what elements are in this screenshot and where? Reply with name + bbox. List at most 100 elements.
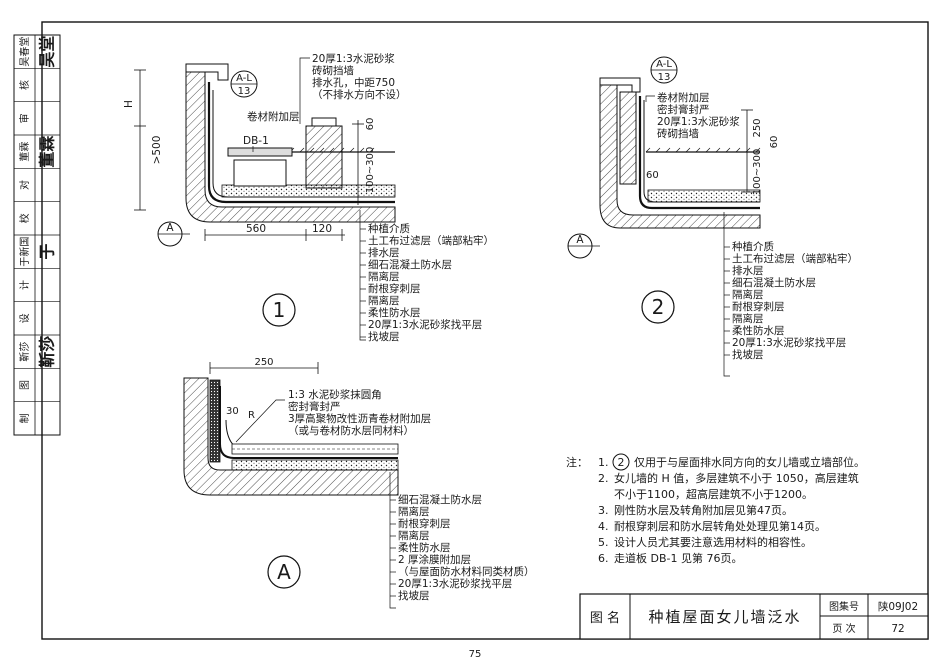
- detail1-layer-label: 隔离层: [368, 270, 400, 283]
- detailA-top-label: （或与卷材防水层同材料）: [288, 424, 414, 437]
- signature-mark: 靳莎: [38, 336, 57, 368]
- detailA-layer-label: 隔离层: [398, 529, 430, 542]
- signature-role-label: 核: [18, 80, 31, 90]
- detail1-top-label: 排水孔，中距750: [312, 76, 395, 89]
- title-label-page: 页 次: [832, 622, 855, 635]
- note-text: 不小于1100，超高层建筑不小于1200。: [614, 487, 813, 501]
- detailA-layer-label: （与屋面防水材料同类材质）: [398, 565, 535, 578]
- signature-mark: 吴堂: [38, 36, 57, 68]
- detail1-label-db1: DB-1: [243, 135, 269, 147]
- signature-mark: 于: [38, 244, 57, 260]
- detail1-dim-100-300: 100~300: [365, 147, 376, 194]
- detail2-ref-bottom: 13: [658, 72, 671, 83]
- detail1-dim-500: >500: [151, 136, 163, 165]
- title-label-name: 图 名: [590, 610, 620, 626]
- detailA-top-label: 3厚高聚物改性沥青卷材附加层: [288, 412, 431, 425]
- detailA-layer-label: 细石混凝土防水层: [398, 493, 482, 506]
- signature-role-label: 董霖: [18, 142, 31, 162]
- note-text: 仅用于与屋面排水同方向的女儿墙或立墙部位。: [634, 455, 865, 469]
- detail1-ref-top: A-L: [236, 73, 252, 84]
- detail1-layer-label: 土工布过滤层（端部粘牢）: [368, 234, 494, 247]
- note-number: 6.: [598, 552, 609, 565]
- signature-role-label: 校: [18, 213, 31, 223]
- detail2-layer-label: 排水层: [732, 264, 764, 277]
- note-circled-ref: [612, 453, 630, 471]
- detail1-layer-label: 耐根穿刺层: [368, 282, 421, 295]
- detailA-dim-r: R: [248, 410, 255, 421]
- detail2-ref-top: A-L: [656, 59, 672, 70]
- detailA-top-label: 密封膏封严: [288, 400, 341, 413]
- detail1-layer-label: 隔离层: [368, 294, 400, 307]
- detailA-dim-250: 250: [254, 357, 273, 368]
- detail1-section-mark: A: [166, 222, 174, 234]
- detail1-layer-label: 20厚1:3水泥砂浆找平层: [368, 318, 482, 331]
- detail2-layer-label: 找坡层: [732, 348, 764, 361]
- note-number: 3.: [598, 504, 609, 517]
- detailA-number: A: [277, 560, 291, 584]
- detail2-dim-250: 250: [752, 118, 763, 137]
- signature-role-label: 设: [19, 313, 31, 323]
- detail2-layer-label: 20厚1:3水泥砂浆找平层: [732, 336, 846, 349]
- detail2-top-label: 卷材附加层: [657, 91, 710, 104]
- detailA-layer-label: 找坡层: [398, 589, 430, 602]
- detail2-dim-60-small: 60: [646, 170, 659, 181]
- page-number: 75: [469, 649, 482, 660]
- page-no: 72: [891, 623, 904, 635]
- signature-role-label: 图: [19, 380, 31, 390]
- note-number: 5.: [598, 536, 609, 549]
- detail2-dim-100-300: 100~300: [752, 149, 763, 196]
- detail1-dim-h: H: [123, 100, 135, 108]
- note-text: 走道板 DB-1 见第 76页。: [614, 551, 742, 565]
- detail2-top-label: 密封膏封严: [657, 103, 710, 116]
- detail2-layer-label: 种植介质: [732, 240, 774, 253]
- detail2-layer-label: 隔离层: [732, 312, 764, 325]
- note-text: 女儿墙的 H 值，多层建筑不小于 1050，高层建筑: [614, 471, 859, 485]
- signature-role-label: 计: [18, 280, 31, 290]
- detailA-layer-label: 隔离层: [398, 505, 430, 518]
- detail2-layer-label: 土工布过滤层（端部粘牢）: [732, 252, 858, 265]
- detail1-layer-label: 细石混凝土防水层: [368, 258, 452, 271]
- detailA-dim-30: 30: [226, 406, 239, 417]
- signature-role-label: 靳莎: [18, 342, 31, 362]
- detail1-top-label: 砖砌挡墙: [312, 64, 354, 77]
- detail2-layer-label: 细石混凝土防水层: [732, 276, 816, 289]
- detailA-top-label: 1:3 水泥砂浆抹圆角: [288, 388, 382, 401]
- note-number: 2.: [598, 472, 609, 485]
- signature-mark: 董霖: [38, 136, 57, 168]
- detail1-ref-bottom: 13: [238, 86, 251, 97]
- detail1-layer-label: 排水层: [368, 246, 400, 259]
- detail-1: A-L 13 H >500 60 100~300 560 120 卷材附加层 D…: [123, 52, 494, 343]
- note-number: 4.: [598, 520, 609, 533]
- detailA-layer-label: 耐根穿刺层: [398, 517, 451, 530]
- notes-prefix: 注：: [566, 455, 588, 469]
- detail1-layer-label: 找坡层: [368, 330, 400, 343]
- detail2-top-label: 砖砌挡墙: [657, 127, 699, 140]
- detail1-dim-60: 60: [365, 118, 376, 131]
- note-text: 设计人员尤其要注意选用材料的相容性。: [614, 535, 812, 549]
- note-text: 刚性防水层及转角附加层见第47页。: [614, 503, 793, 517]
- detail1-top-label: 20厚1:3水泥砂浆: [312, 52, 395, 65]
- detail2-layer-label: 柔性防水层: [732, 324, 785, 337]
- signature-role-label: 吴春堂: [19, 37, 31, 67]
- detail2-section-mark: A: [576, 234, 584, 246]
- detail1-number: 1: [273, 298, 286, 322]
- drawing-title: 种植屋面女儿墙泛水: [648, 608, 801, 626]
- signature-role-label: 对: [18, 180, 31, 190]
- detail-a: 250 30 R 1:3 水泥砂浆抹圆角密封膏封严3厚高聚物改性沥青卷材附加层（…: [183, 357, 535, 609]
- sheet-border: [41, 21, 929, 640]
- detailA-layer-label: 柔性防水层: [398, 541, 451, 554]
- note-circled-number: 2: [618, 456, 625, 469]
- title-block: 图 名 种植屋面女儿墙泛水 图集号 陕09J02 页 次 72: [579, 593, 929, 640]
- detail1-layer-label: 种植介质: [368, 222, 410, 235]
- note-text: 耐根穿刺层和防水层转角处处理见第14页。: [614, 519, 826, 533]
- detail2-top-label: 20厚1:3水泥砂浆: [657, 115, 740, 128]
- detail2-dim-60: 60: [769, 136, 780, 149]
- signature-role-label: 于新国: [18, 237, 31, 267]
- detailA-layer-label: 2 厚涂膜附加层: [398, 553, 471, 566]
- signature-role-label: 制: [18, 413, 31, 423]
- note-number: 1.: [598, 456, 609, 469]
- detail1-dim-560: 560: [246, 223, 266, 235]
- atlas-number: 陕09J02: [878, 600, 918, 613]
- detail2-layer-label: 耐根穿刺层: [732, 300, 785, 313]
